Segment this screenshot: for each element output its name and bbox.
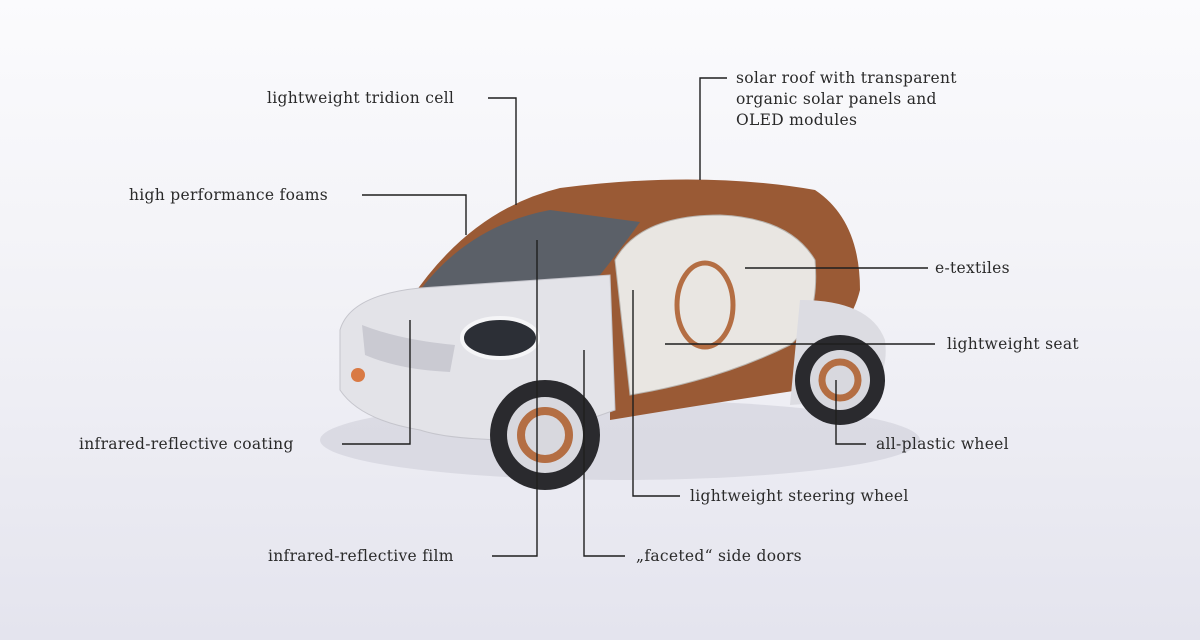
leader-lines [342,77,935,557]
headlight [460,316,540,360]
label-tridion-cell: lightweight tridion cell [267,89,455,107]
seat [674,260,736,350]
label-foams: high performance foams [129,186,329,204]
label-seat: lightweight seat [947,335,1079,353]
label-side-doors: „faceted“ side doors [636,547,802,565]
label-e-textiles: e-textiles [935,259,1010,277]
grille [362,325,455,372]
interior [614,214,817,396]
label-wheel: all-plastic wheel [876,435,1009,453]
label-steering-wheel: lightweight steering wheel [690,487,909,505]
label-solar-roof-2: organic solar panels and [736,90,937,108]
label-reflective-coating: infrared-reflective coating [79,435,294,453]
label-solar-roof-3: OLED modules [736,111,858,129]
label-reflective-film: infrared-reflective film [268,547,454,565]
label-solar-roof-1: solar roof with transparent [736,69,957,87]
